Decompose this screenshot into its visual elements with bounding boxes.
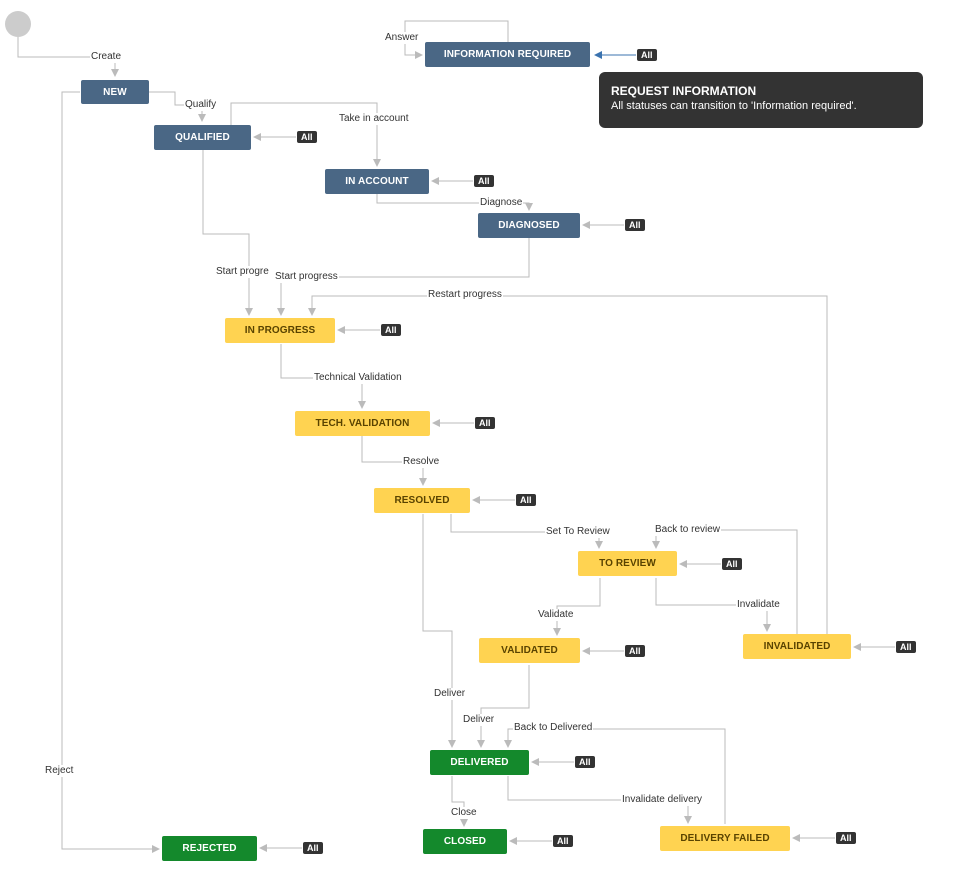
status-in-progress[interactable]: IN PROGRESS — [225, 318, 335, 343]
transition-label-close[interactable]: Close — [450, 807, 478, 819]
all-badge[interactable]: All — [474, 175, 494, 187]
status-invalidated[interactable]: INVALIDATED — [743, 634, 851, 659]
status-delivered[interactable]: DELIVERED — [430, 750, 529, 775]
all-badge[interactable]: All — [625, 645, 645, 657]
transition-label-set-to-review[interactable]: Set To Review — [545, 526, 611, 538]
all-badge[interactable]: All — [625, 219, 645, 231]
all-badge[interactable]: All — [303, 842, 323, 854]
transition-label-deliver[interactable]: Deliver — [433, 688, 467, 700]
edge-set-to-review — [450, 514, 603, 549]
transition-label-validate[interactable]: Validate — [537, 609, 575, 621]
transition-label-answer[interactable]: Answer — [384, 32, 420, 44]
start-node — [5, 11, 31, 37]
status-diagnosed[interactable]: DIAGNOSED — [478, 213, 580, 238]
status-closed[interactable]: CLOSED — [423, 829, 507, 854]
status-rejected[interactable]: REJECTED — [162, 836, 257, 861]
status-in-account[interactable]: IN ACCOUNT — [325, 169, 429, 194]
info-title: REQUEST INFORMATION — [611, 84, 757, 98]
info-tooltip: REQUEST INFORMATION All statuses can tra… — [599, 72, 923, 128]
edge-create — [17, 37, 119, 77]
transition-label-invalidate[interactable]: Invalidate — [736, 599, 781, 611]
transition-label-restart-progress[interactable]: Restart progress — [427, 289, 503, 301]
transition-label-back-to-review[interactable]: Back to review — [654, 524, 722, 536]
transition-label-back-to-delivered[interactable]: Back to Delivered — [513, 722, 594, 734]
edge-diagnose — [376, 194, 533, 211]
transition-label-invalidate-delivery[interactable]: Invalidate delivery — [621, 794, 704, 806]
status-tech-validation[interactable]: TECH. VALIDATION — [295, 411, 430, 436]
edge-take-in-account — [230, 102, 381, 167]
transition-label-create[interactable]: Create — [90, 51, 123, 63]
transition-label-qualify[interactable]: Qualify — [184, 99, 218, 111]
edge-restart-progress — [308, 295, 828, 634]
edge-back-to-delivered — [504, 728, 726, 824]
status-qualified[interactable]: QUALIFIED — [154, 125, 251, 150]
transition-label-diagnose[interactable]: Diagnose — [479, 197, 524, 209]
all-badge[interactable]: All — [553, 835, 573, 847]
info-description: All statuses can transition to 'Informat… — [611, 100, 857, 112]
transition-label-start-progress[interactable]: Start progre — [215, 266, 270, 278]
edge-start-progress-1 — [202, 150, 253, 316]
transition-label-start-progress[interactable]: Start progress — [274, 271, 339, 283]
status-delivery-failed[interactable]: DELIVERY FAILED — [660, 826, 790, 851]
edge-validate — [553, 578, 601, 636]
transition-label-deliver[interactable]: Deliver — [462, 714, 496, 726]
edge-back-to-review — [652, 529, 798, 634]
transition-label-take-in-account[interactable]: Take in account — [338, 113, 410, 125]
all-badge[interactable]: All — [475, 417, 495, 429]
edge-answer — [404, 20, 509, 59]
edge-reject — [61, 91, 160, 853]
all-badge[interactable]: All — [722, 558, 742, 570]
all-badge[interactable]: All — [381, 324, 401, 336]
status-validated[interactable]: VALIDATED — [479, 638, 580, 663]
all-badge[interactable]: All — [896, 641, 916, 653]
edge-deliver-2 — [477, 665, 530, 748]
transition-label-reject[interactable]: Reject — [44, 765, 75, 777]
all-badge[interactable]: All — [516, 494, 536, 506]
status-to-review[interactable]: TO REVIEW — [578, 551, 677, 576]
all-badge[interactable]: All — [637, 49, 657, 61]
all-badge[interactable]: All — [297, 131, 317, 143]
all-badge[interactable]: All — [575, 756, 595, 768]
edge-deliver-1 — [422, 514, 456, 748]
edge-start-progress-2 — [277, 238, 530, 316]
status-new[interactable]: NEW — [81, 80, 149, 104]
status-resolved[interactable]: RESOLVED — [374, 488, 470, 513]
status-information-required[interactable]: INFORMATION REQUIRED — [425, 42, 590, 67]
edge-resolve — [361, 436, 427, 486]
edge-invalidate-delivery — [507, 776, 692, 824]
transition-label-resolve[interactable]: Resolve — [402, 456, 441, 468]
all-badge[interactable]: All — [836, 832, 856, 844]
transition-label-technical-validation[interactable]: Technical Validation — [313, 372, 403, 384]
edge-invalidate — [655, 578, 771, 632]
